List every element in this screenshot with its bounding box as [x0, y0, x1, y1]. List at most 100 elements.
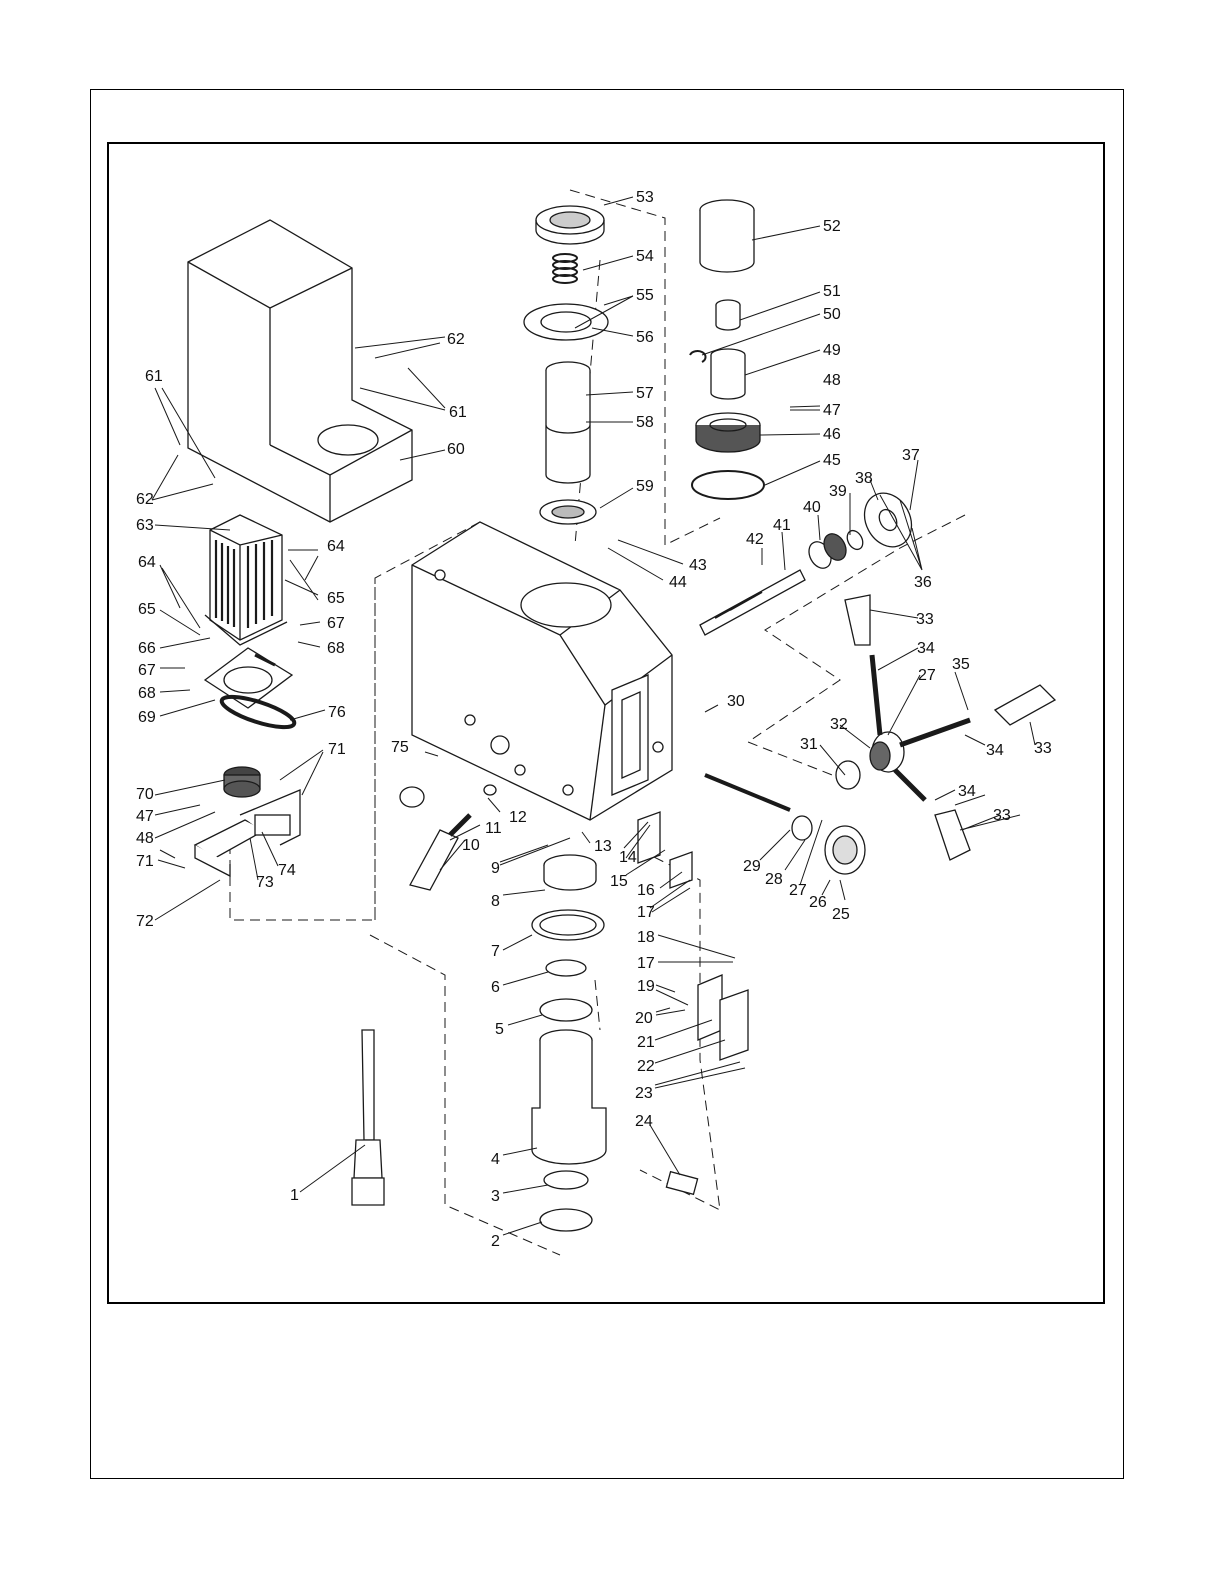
retainer-plate [524, 304, 608, 340]
callout-33-bottom: 33 [993, 807, 1011, 824]
callout-58: 58 [636, 414, 654, 431]
callout-24: 24 [635, 1113, 653, 1130]
callout-20: 20 [635, 1010, 653, 1027]
callout-37: 37 [902, 447, 920, 464]
callout-34-bottom: 34 [958, 783, 976, 800]
callout-68-right: 68 [327, 640, 345, 657]
callout-64-right: 64 [327, 538, 345, 555]
callout-22: 22 [637, 1058, 655, 1075]
callout-63: 63 [136, 517, 154, 534]
callout-64-left: 64 [138, 554, 156, 571]
callout-44: 44 [669, 574, 687, 591]
callout-60: 60 [447, 441, 465, 458]
head-casting [412, 522, 672, 820]
callout-36: 36 [914, 574, 932, 591]
callout-62-left: 62 [136, 491, 154, 508]
callout-6: 6 [491, 979, 500, 996]
callout-72: 72 [136, 913, 154, 930]
feed-shaft [705, 775, 790, 810]
callout-40: 40 [803, 499, 821, 516]
fine-feed-knob [825, 826, 865, 874]
callout-49: 49 [823, 342, 841, 359]
callout-14: 14 [619, 849, 637, 866]
callout-21: 21 [637, 1034, 655, 1051]
column-housing [188, 220, 412, 522]
callout-16: 16 [637, 882, 655, 899]
gear [696, 413, 760, 452]
callout-66: 66 [138, 640, 156, 657]
callout-39: 39 [829, 483, 847, 500]
callout-26: 26 [809, 894, 827, 911]
callout-27-bottom: 27 [789, 882, 807, 899]
callout-56: 56 [636, 329, 654, 346]
callout-38: 38 [855, 470, 873, 487]
callout-71-top: 71 [328, 741, 346, 758]
callout-27-top: 27 [918, 667, 936, 684]
callout-50: 50 [823, 306, 841, 323]
callout-71-left: 71 [136, 853, 154, 870]
shaft-bushing [805, 530, 851, 572]
callout-31: 31 [800, 736, 818, 753]
callout-12: 12 [509, 809, 527, 826]
callout-13: 13 [594, 838, 612, 855]
callout-67-right: 67 [327, 615, 345, 632]
callout-3: 3 [491, 1188, 500, 1205]
handle-hub [836, 655, 970, 800]
callout-34-right: 34 [986, 742, 1004, 759]
lower-head-bearing [540, 500, 596, 524]
callout-7: 7 [491, 943, 500, 960]
snap-clip [690, 351, 706, 362]
callout-53: 53 [636, 189, 654, 206]
callout-59: 59 [636, 478, 654, 495]
callout-23: 23 [635, 1085, 653, 1102]
callout-48-left: 48 [136, 830, 154, 847]
callout-47-left: 47 [136, 808, 154, 825]
callout-57: 57 [636, 385, 654, 402]
callout-11: 11 [485, 820, 502, 837]
callout-69: 69 [138, 709, 156, 726]
hub-flange [855, 485, 920, 555]
callout-47-top: 47 [823, 402, 841, 419]
upper-bearing [536, 206, 604, 244]
callout-34-top: 34 [917, 640, 935, 657]
callout-54: 54 [636, 248, 654, 265]
callout-18: 18 [637, 929, 655, 946]
callout-30: 30 [727, 693, 745, 710]
callout-52: 52 [823, 218, 841, 235]
lock-handle [400, 785, 496, 890]
callout-70: 70 [136, 786, 154, 803]
callout-25: 25 [832, 906, 850, 923]
spindle-sleeve [546, 362, 590, 483]
callout-67-left: 67 [138, 662, 156, 679]
callout-32: 32 [830, 716, 848, 733]
cap [700, 200, 754, 272]
motor [205, 515, 287, 645]
callout-43: 43 [689, 557, 707, 574]
callout-35: 35 [952, 656, 970, 673]
spindle [352, 1030, 384, 1205]
callout-42: 42 [746, 531, 764, 548]
collar [792, 816, 812, 840]
callout-9: 9 [491, 860, 500, 877]
spindle-nose-stack [532, 855, 606, 1231]
callout-19: 19 [637, 978, 655, 995]
callout-55: 55 [636, 287, 654, 304]
callout-74: 74 [278, 862, 296, 879]
callout-10: 10 [462, 837, 480, 854]
callout-61-right: 61 [449, 404, 467, 421]
callout-68-left: 68 [138, 685, 156, 702]
callout-2: 2 [491, 1233, 500, 1250]
callout-5: 5 [495, 1021, 504, 1038]
retaining-ring [692, 471, 764, 499]
callout-46: 46 [823, 426, 841, 443]
callout-28: 28 [765, 871, 783, 888]
callout-62-top: 62 [447, 331, 465, 348]
callout-41: 41 [773, 517, 791, 534]
callout-4: 4 [491, 1151, 500, 1168]
callout-73: 73 [256, 874, 274, 891]
callout-33-top: 33 [916, 611, 934, 628]
stop-block [666, 1172, 697, 1195]
callout-1: 1 [290, 1187, 299, 1204]
callout-29: 29 [743, 858, 761, 875]
